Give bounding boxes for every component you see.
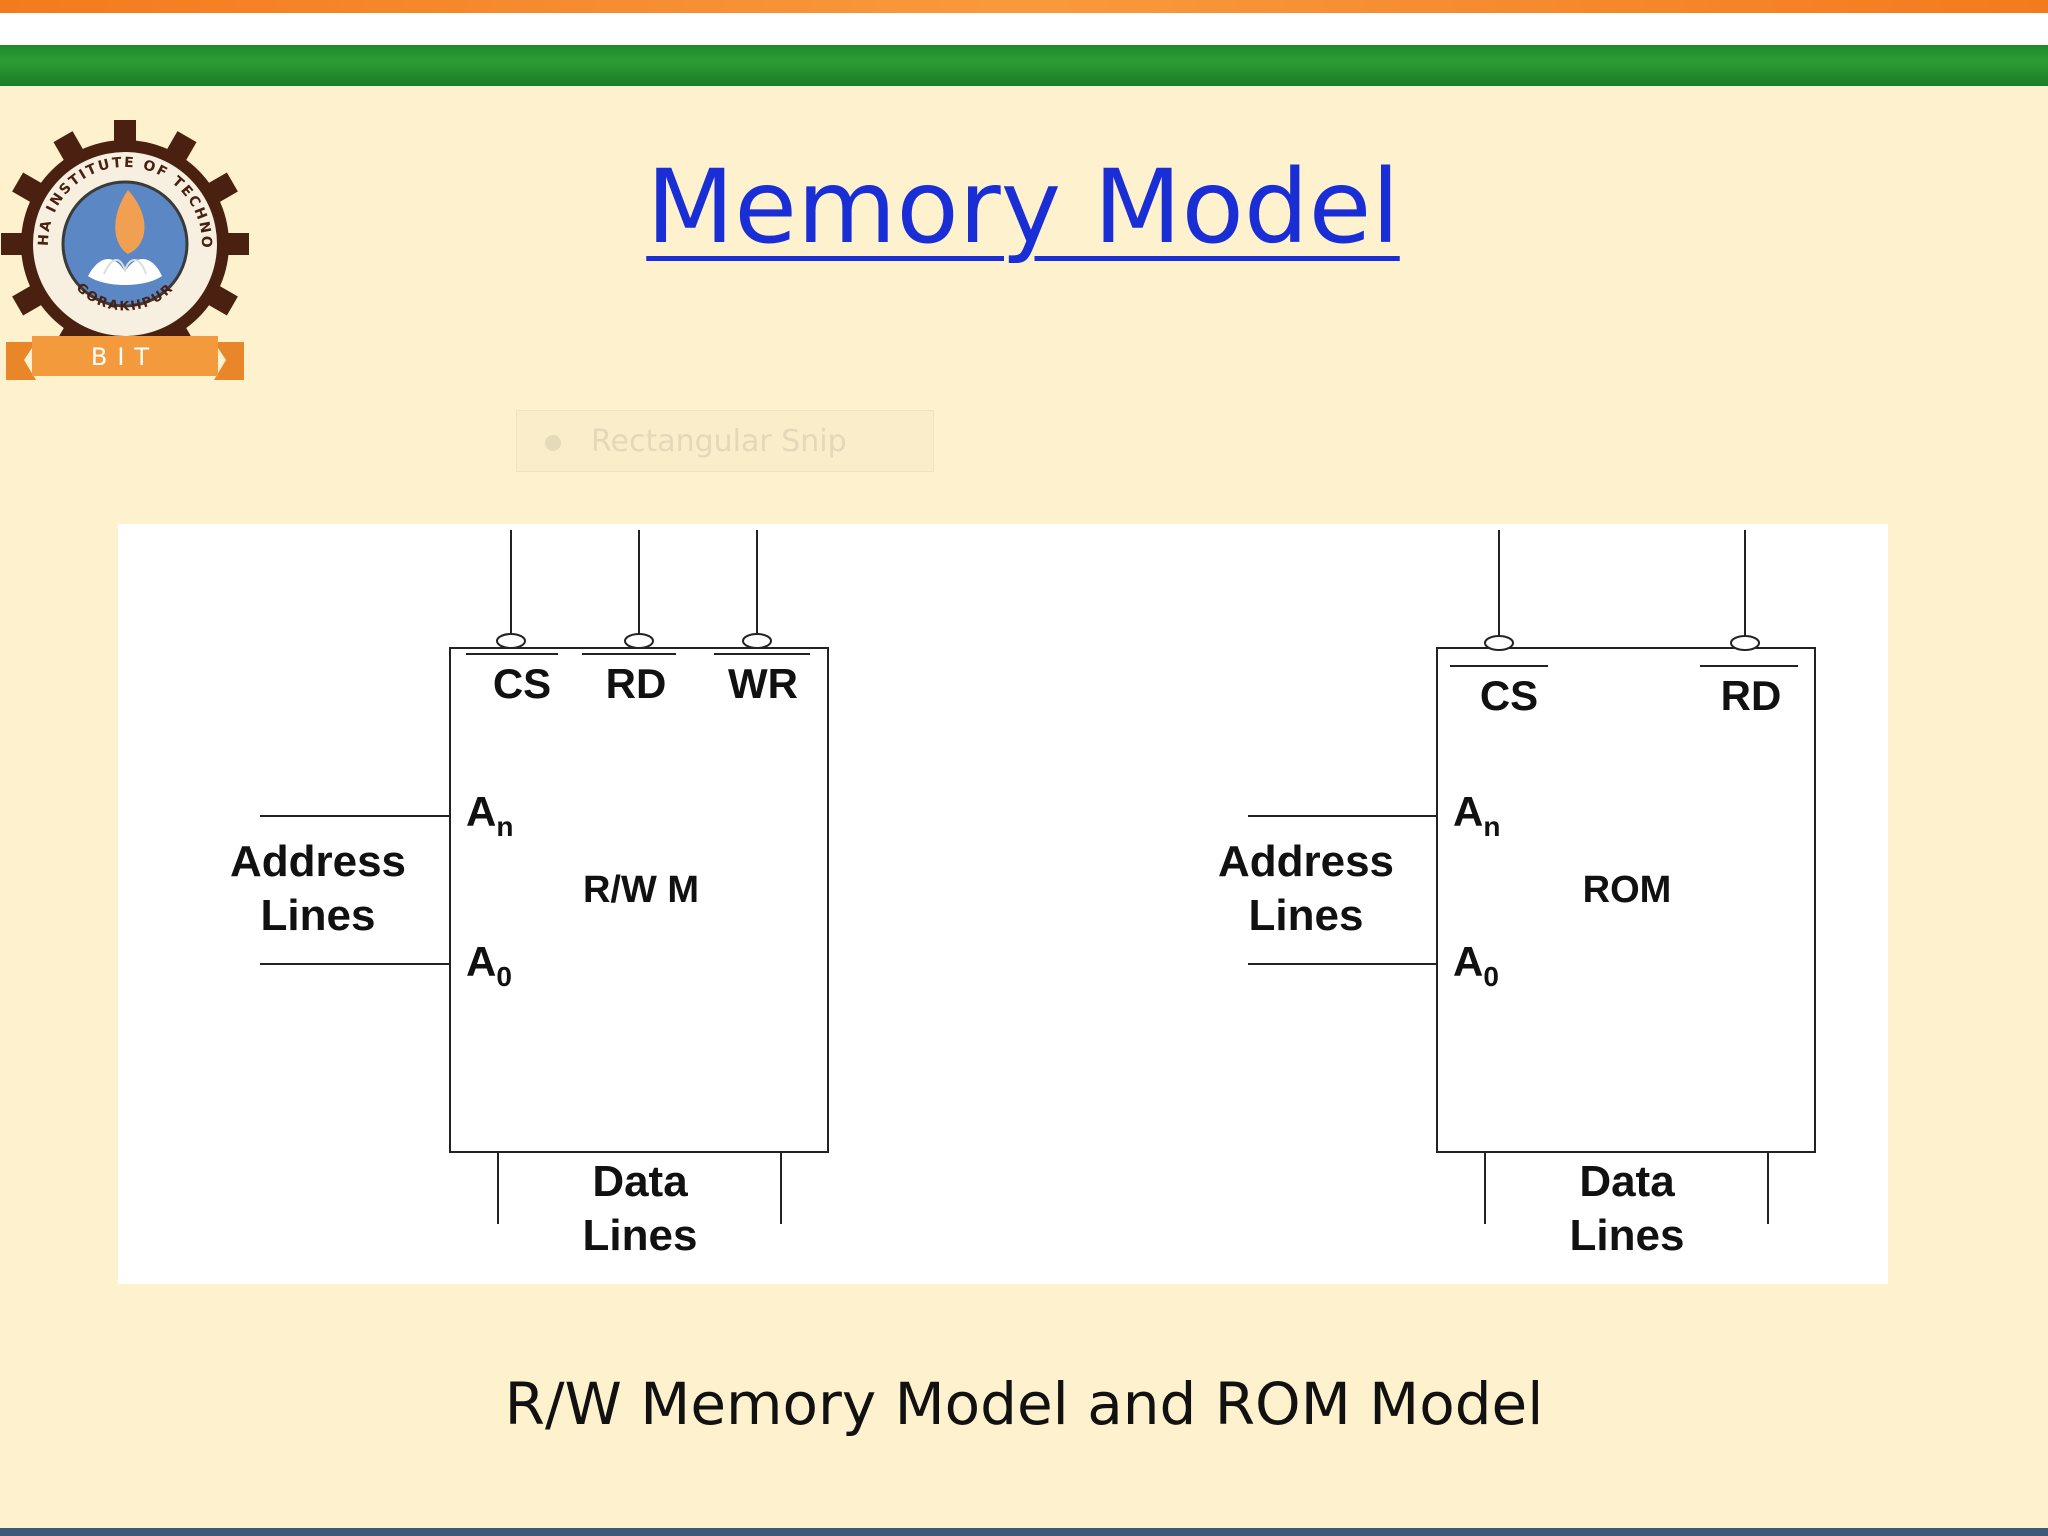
snip-label: Rectangular Snip — [591, 424, 847, 459]
memory-diagram-panel: CS RD WR An A0 R/W M Address Lines Data … — [118, 524, 1888, 1284]
white-stripe — [0, 13, 2048, 45]
memory-diagrams: CS RD WR An A0 R/W M Address Lines Data … — [230, 530, 1816, 1260]
rom-block — [1436, 647, 1816, 1153]
rwm-rd-label: RD — [606, 660, 667, 707]
rwm-data-label-2: Lines — [583, 1211, 698, 1260]
rwm-an-label: An — [466, 788, 513, 842]
saffron-stripe — [0, 0, 2048, 13]
slide-title-text: Memory Model — [646, 148, 1400, 267]
rom-rd-label: RD — [1721, 672, 1782, 719]
rwm-cs-label: CS — [493, 660, 551, 707]
rom-cs-label: CS — [1480, 672, 1538, 719]
rom-data-label-1: Data — [1579, 1157, 1675, 1206]
rom-a0-label: A0 — [1453, 938, 1499, 992]
rwm-rd-bubble — [624, 633, 654, 649]
rwm-a0-label: A0 — [466, 938, 512, 992]
rom-address-label-2: Lines — [1249, 891, 1364, 940]
rwm-address-label-2: Lines — [261, 891, 376, 940]
rom-an-label: An — [1453, 788, 1500, 842]
slide-title: Memory Model — [0, 148, 2048, 267]
snip-tool-ghost: Rectangular Snip — [516, 410, 934, 472]
rom-block-label: ROM — [1583, 869, 1672, 911]
rwm-wr-bubble — [742, 633, 772, 649]
rwm-address-label-1: Address — [230, 837, 406, 886]
rom-data-label-2: Lines — [1570, 1211, 1685, 1260]
rom-rd-bubble — [1730, 635, 1760, 651]
rwm-cs-bubble — [496, 633, 526, 649]
rom-address-label-1: Address — [1218, 837, 1394, 886]
bottom-bar — [0, 1528, 2048, 1536]
slide-caption: R/W Memory Model and ROM Model — [504, 1370, 1544, 1438]
institute-logo: BUDDHA INSTITUTE OF TECHNOLOGY GORAKHPUR… — [0, 92, 250, 394]
green-stripe — [0, 45, 2048, 86]
rwm-data-label-1: Data — [592, 1157, 688, 1206]
rwm-wr-label: WR — [728, 660, 798, 707]
rwm-block-label: R/W M — [583, 869, 699, 911]
snip-radio-icon — [545, 435, 561, 451]
logo-ribbon-text: BIT — [91, 343, 159, 371]
rom-cs-bubble — [1484, 635, 1514, 651]
